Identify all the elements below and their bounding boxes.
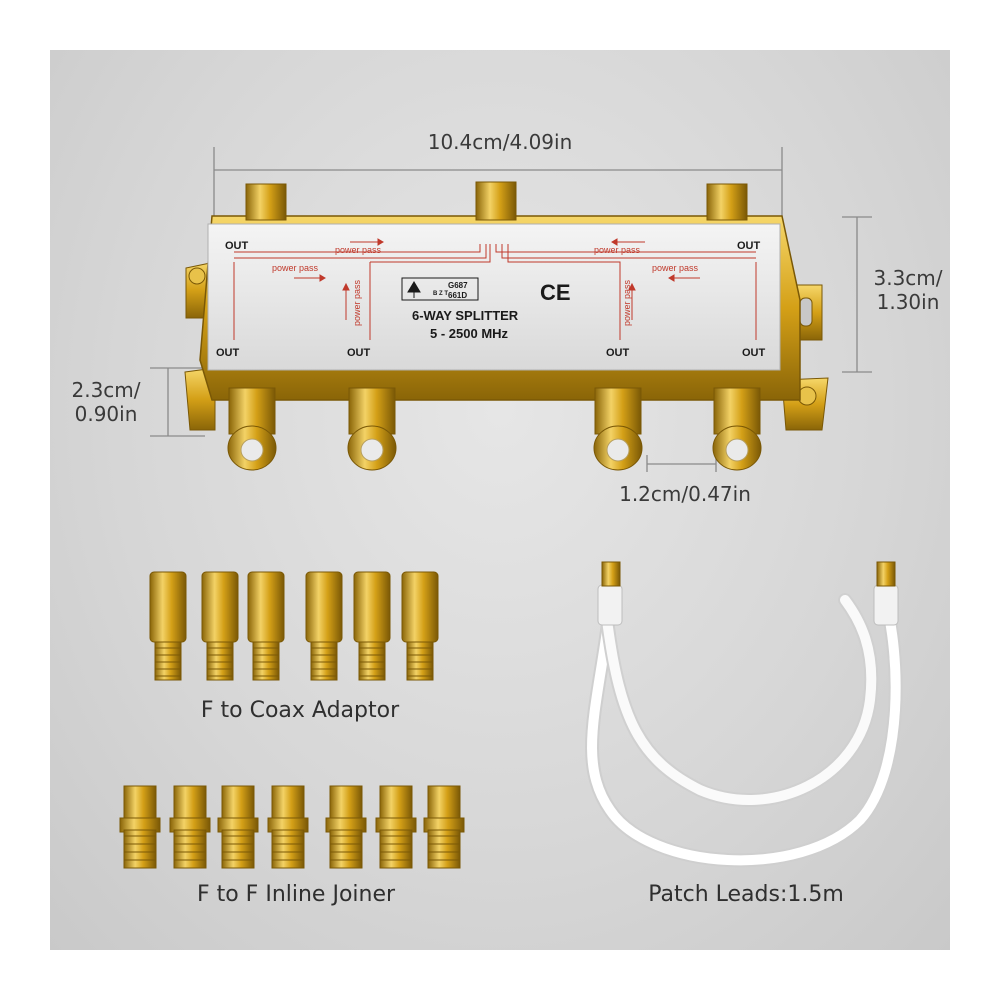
eagle-icon <box>407 281 421 298</box>
joiner-caption: F to F Inline Joiner <box>196 882 396 907</box>
screw-left <box>188 267 206 285</box>
height-dimension-label: 3.3cm/ 1.30in <box>858 266 958 314</box>
splitter-title: 6-WAY SPLITTER <box>412 308 519 323</box>
depth-dimension-label: 2.3cm/ 0.90in <box>56 378 156 426</box>
certification-mark: B Z T G687 661D <box>401 277 479 301</box>
inline-joiner-4 <box>267 785 309 869</box>
f-connector-3 <box>593 387 643 471</box>
power-pass-label-5: power pass <box>352 279 362 326</box>
dimension-lines <box>150 147 872 472</box>
coax-adaptor-4 <box>305 571 343 681</box>
out-label-bottom-3: OUT <box>606 347 630 359</box>
power-pass-label-4: power pass <box>652 263 699 273</box>
cert-line2: 661D <box>448 291 467 300</box>
power-pass-arrows <box>294 238 700 320</box>
coax-adaptor-1 <box>149 571 187 681</box>
splitter-frequency: 5 - 2500 MHz <box>430 326 509 341</box>
bottom-connectors <box>227 387 762 471</box>
cert-line1: G687 <box>448 281 468 290</box>
out-label-bottom-1: OUT <box>216 347 240 359</box>
width-dimension-label: 10.4cm/4.09in <box>427 130 573 154</box>
label-plate <box>207 223 781 371</box>
inline-joiner-2 <box>169 785 211 869</box>
coax-adaptor-2 <box>201 571 239 681</box>
inline-joiner-5 <box>325 785 367 869</box>
ce-mark: CE <box>540 280 571 305</box>
inline-joiner-1 <box>119 785 161 869</box>
inline-joiner-7 <box>423 785 465 869</box>
coax-adaptor-5 <box>353 571 391 681</box>
depth-dimension-line1: 2.3cm/ <box>71 378 141 402</box>
adaptor-caption: F to Coax Adaptor <box>200 698 400 723</box>
out-label-bottom-4: OUT <box>742 347 766 359</box>
patch-lead-cable <box>585 561 903 868</box>
inline-joiners <box>119 785 465 869</box>
splitter-device: OUT OUT OUT OUT OUT OUT power pass power… <box>184 181 829 471</box>
out-label-top-right: OUT <box>737 240 761 252</box>
depth-dimension-line2: 0.90in <box>74 402 138 426</box>
spacing-dimension-label: 1.2cm/0.47in <box>619 482 751 506</box>
cert-letters: B Z T <box>433 291 448 297</box>
patch-lead-caption: Patch Leads:1.5m <box>648 882 844 907</box>
power-pass-label-2: power pass <box>272 263 319 273</box>
height-dimension-line1: 3.3cm/ <box>873 266 943 290</box>
inline-joiner-6 <box>375 785 417 869</box>
coax-adaptor-3 <box>247 571 285 681</box>
out-label-bottom-2: OUT <box>347 347 371 359</box>
circuit-traces <box>233 244 757 340</box>
inline-joiner-3 <box>217 785 259 869</box>
coax-adaptor-6 <box>401 571 439 681</box>
f-connector-2 <box>347 387 397 471</box>
f-connector-1 <box>227 387 277 471</box>
top-connectors <box>245 181 748 221</box>
f-connector-4 <box>712 387 762 471</box>
power-pass-label-6: power pass <box>622 279 632 326</box>
out-label-top-left: OUT <box>225 240 249 252</box>
power-pass-label-1: power pass <box>335 245 382 255</box>
height-dimension-line2: 1.30in <box>876 290 940 314</box>
coax-adaptors <box>149 571 439 681</box>
power-pass-label-3: power pass <box>594 245 641 255</box>
